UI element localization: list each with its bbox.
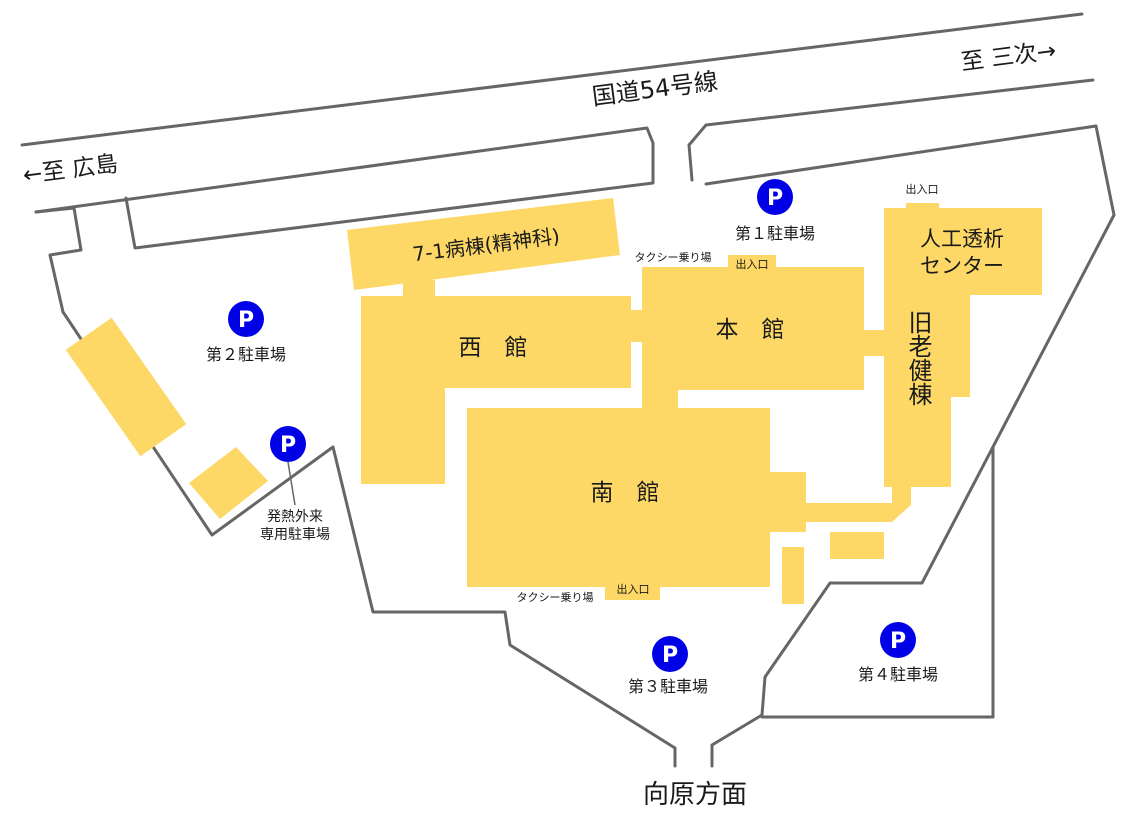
old-geriatric-building-label: 旧老健棟: [904, 310, 932, 406]
taxi-south-label: タクシー乗り場: [517, 591, 594, 604]
ward-connector: [403, 280, 435, 300]
svg-text:P: P: [890, 629, 906, 654]
west-building: [361, 296, 631, 484]
parking-4-boundary: [760, 446, 995, 719]
road-edge-top: [20, 12, 1084, 147]
south-building-label: 南 館: [591, 480, 660, 506]
parking-4-label: 第４駐車場: [858, 665, 938, 684]
main-building: [642, 267, 864, 390]
dialysis-and-old-building: [884, 203, 1042, 487]
svg-text:P: P: [238, 308, 254, 333]
parking-2-label: 第２駐車場: [206, 345, 286, 364]
site-boundary-left: [34, 206, 677, 768]
south-east-corridor: [806, 485, 911, 522]
fever-parking-label-line2: 専用駐車場: [260, 526, 330, 543]
parking-3-label: 第３駐車場: [628, 677, 708, 696]
taxi-main-label: タクシー乗り場: [635, 251, 712, 264]
ward-7-1-building: [347, 198, 620, 290]
main-south-connector: [642, 385, 678, 412]
road-edge-bottom-right: [687, 78, 1095, 182]
svg-text:P: P: [767, 186, 783, 211]
lower-left-building-2: [189, 447, 268, 519]
dialysis-entrance-label: 出入口: [906, 182, 939, 196]
svg-text:P: P: [280, 433, 296, 458]
west-main-connector: [625, 310, 647, 342]
parking-2-icon: P: [228, 301, 264, 337]
direction-mukaihara-label: 向原方面: [643, 780, 747, 810]
svg-text:P: P: [662, 643, 678, 668]
main-entrance-label: 出入口: [736, 257, 769, 271]
road-edge-bottom-left: [34, 126, 655, 250]
south-building: [467, 408, 806, 587]
main-entrance-box: [728, 255, 776, 271]
main-building-label: 本 館: [716, 317, 785, 343]
parking-1-icon: P: [757, 179, 793, 215]
dialysis-center-label-line1: 人工透析: [920, 227, 1004, 251]
lower-left-building-1: [65, 317, 187, 457]
parking-1-label: 第１駐車場: [735, 224, 815, 243]
site-boundary-right: [704, 124, 1116, 768]
east-annex-block: [830, 532, 884, 559]
parking-3-icon: P: [652, 636, 688, 672]
south-entrance-box: [605, 578, 660, 600]
to-miyoshi-label: 至 三次→: [959, 38, 1057, 76]
to-hiroshima-label: ←至 広島: [21, 151, 119, 189]
parking-4-icon: P: [880, 622, 916, 658]
dialysis-center-label-line2: センター: [920, 254, 1004, 278]
fever-parking-label-line1: 発熱外来: [267, 509, 323, 525]
west-building-label: 西 館: [459, 335, 528, 361]
south-annex-block: [782, 547, 804, 604]
south-entrance-label: 出入口: [617, 582, 650, 596]
fever-parking-leader-line: [287, 461, 296, 506]
fever-parking-icon: P: [270, 426, 306, 462]
